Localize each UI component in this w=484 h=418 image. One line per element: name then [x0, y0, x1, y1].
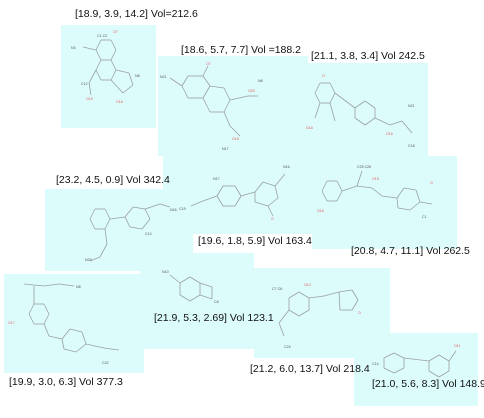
svg-text:O14: O14	[304, 283, 311, 287]
svg-text:C1 C2: C1 C2	[97, 34, 107, 38]
structure-label-6: [20.8, 4.7, 11.1] Vol 262.5	[351, 245, 470, 257]
svg-text:N21: N21	[408, 104, 415, 108]
svg-text:C7 C6: C7 C6	[272, 287, 282, 291]
structure-label-3: [21.1, 3.8, 3.4] Vol 242.5	[311, 50, 425, 62]
structure-panel-2	[158, 56, 308, 156]
svg-text:C12: C12	[81, 82, 88, 86]
svg-text:N16: N16	[283, 165, 290, 169]
svg-text:O11: O11	[454, 344, 461, 348]
structure-label-7: [21.9, 5.3, 2.69] Vol 123.1	[154, 312, 274, 324]
svg-text:N8: N8	[258, 79, 263, 83]
svg-text:O15: O15	[372, 177, 379, 181]
svg-text:O16: O16	[116, 100, 123, 104]
structure-panel-8	[4, 274, 144, 373]
structure-panel-10	[354, 333, 478, 406]
svg-text:N21: N21	[160, 75, 167, 79]
svg-text:O18: O18	[317, 209, 324, 213]
svg-text:N16: N16	[170, 208, 177, 212]
svg-text:O: O	[322, 74, 325, 78]
svg-text:C14: C14	[145, 232, 152, 236]
svg-text:N17: N17	[213, 177, 220, 181]
svg-text:N8: N8	[135, 74, 140, 78]
structure-panel-1	[61, 25, 156, 128]
svg-text:N10: N10	[162, 270, 169, 274]
svg-text:O16: O16	[386, 132, 393, 136]
svg-text:O7: O7	[206, 62, 211, 66]
structure-label-9: [21.2, 6.0, 13.7] Vol 218.4	[250, 363, 370, 375]
structure-panel-3	[300, 63, 428, 156]
svg-text:C1: C1	[422, 215, 427, 219]
svg-text:O7: O7	[113, 30, 118, 34]
structure-label-1: [18.9, 3.9, 14.2] Vol=212.6	[75, 8, 198, 20]
svg-text:O15: O15	[86, 97, 93, 101]
svg-text:N8: N8	[76, 285, 81, 289]
structure-label-8: [19.9, 3.0, 6.3] Vol 377.3	[9, 376, 123, 388]
svg-text:O: O	[271, 217, 274, 221]
svg-text:N3: N3	[71, 46, 76, 50]
svg-text:C25 C26: C25 C26	[357, 165, 371, 169]
structure-label-5: [19.6, 1.8, 5.9] Vol 163.4	[198, 235, 312, 247]
svg-text:C24: C24	[284, 345, 291, 349]
svg-text:C18: C18	[408, 144, 415, 148]
svg-text:C19: C19	[179, 207, 186, 211]
svg-text:O18: O18	[232, 137, 239, 141]
svg-text:O17: O17	[8, 321, 15, 325]
svg-text:O: O	[430, 181, 433, 185]
svg-text:N20: N20	[85, 258, 92, 262]
svg-text:C14: C14	[372, 362, 379, 366]
structure-label-4: [23.2, 4.5, 0.9] Vol 342.4	[56, 174, 170, 186]
structure-label-2: [18.6, 5.7, 7.7] Vol =188.2	[181, 44, 301, 56]
svg-text:C8: C8	[214, 300, 219, 304]
structure-label-10: [21.0, 5.6, 8.3] Vol 148.9	[372, 378, 484, 390]
svg-text:N17: N17	[222, 147, 229, 151]
structure-panel-7	[140, 253, 254, 349]
svg-text:C22: C22	[102, 361, 109, 365]
molecule-10-drawing: C14 O11	[372, 344, 461, 378]
svg-text:O: O	[358, 311, 361, 315]
structure-panel-6	[312, 156, 457, 249]
svg-text:O20: O20	[248, 89, 255, 93]
svg-text:O18: O18	[306, 126, 313, 130]
structure-panel-5	[163, 156, 313, 234]
